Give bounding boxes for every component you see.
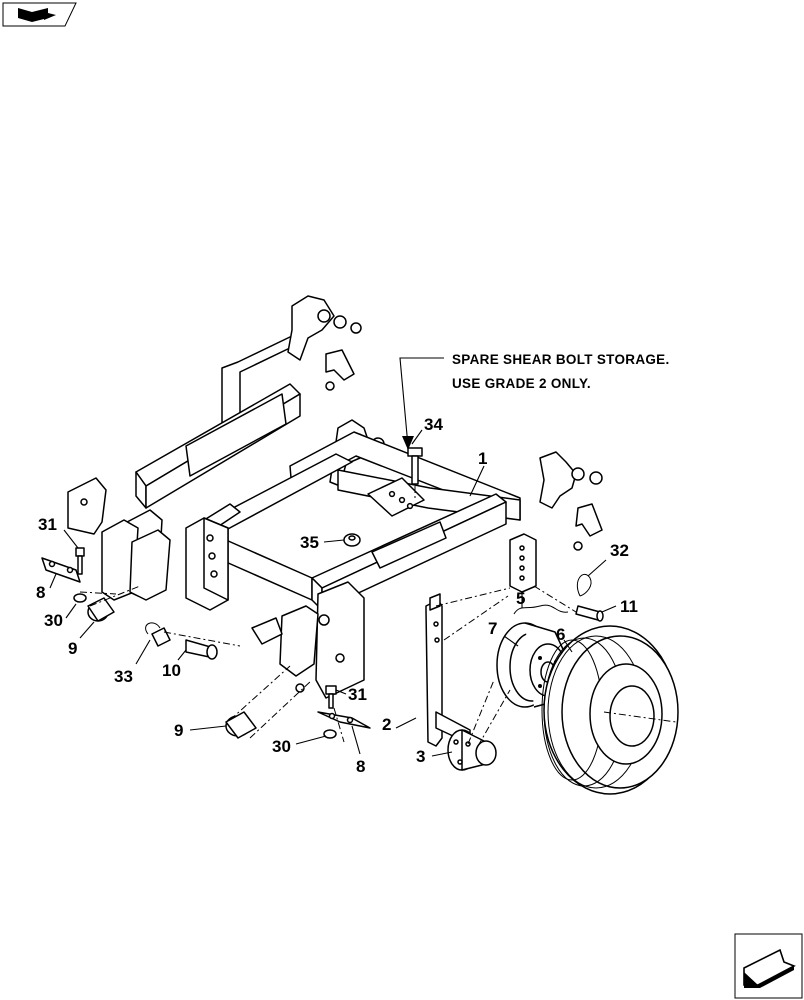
assembly-lines [79, 585, 577, 747]
callout-32: 32 [610, 541, 629, 560]
wheel-hub [447, 729, 497, 771]
callout-30-left: 30 [44, 611, 63, 630]
callout-3: 3 [416, 747, 425, 766]
callout-31-left: 31 [38, 515, 57, 534]
callout-1: 1 [478, 449, 487, 468]
callout-34: 34 [424, 415, 443, 434]
callout-35: 35 [300, 533, 319, 552]
callout-6: 6 [556, 625, 565, 644]
leader-lines [49, 429, 617, 757]
callout-30-lower: 30 [272, 737, 291, 756]
hardware-lower [225, 685, 371, 739]
tire [541, 625, 679, 795]
callout-2: 2 [382, 715, 391, 734]
note-line-2: USE GRADE 2 ONLY. [452, 376, 591, 391]
callout-7: 7 [488, 619, 497, 638]
pin-11 [575, 605, 604, 622]
callout-11: 11 [620, 597, 638, 616]
callout-10: 10 [162, 661, 181, 680]
wheel-arm [425, 593, 471, 747]
callout-8-left: 8 [36, 583, 45, 602]
next-page-arrow-icon[interactable] [734, 933, 803, 999]
hardware-left [41, 547, 218, 660]
callout-8-lower: 8 [356, 757, 365, 776]
callout-9-lower: 9 [174, 721, 183, 740]
assembly-brace [513, 604, 569, 615]
callout-33: 33 [114, 667, 133, 686]
note-line-1: SPARE SHEAR BOLT STORAGE. [452, 352, 670, 367]
pin-32 [576, 573, 592, 597]
callout-5: 5 [516, 589, 525, 608]
main-frame [67, 295, 603, 699]
note-arrow [399, 357, 444, 450]
callout-31-lower: 31 [348, 685, 367, 704]
callout-9-left: 9 [68, 639, 77, 658]
bolt-34 [407, 447, 423, 500]
nut-35 [343, 533, 361, 547]
open-book-icon[interactable] [2, 2, 77, 27]
